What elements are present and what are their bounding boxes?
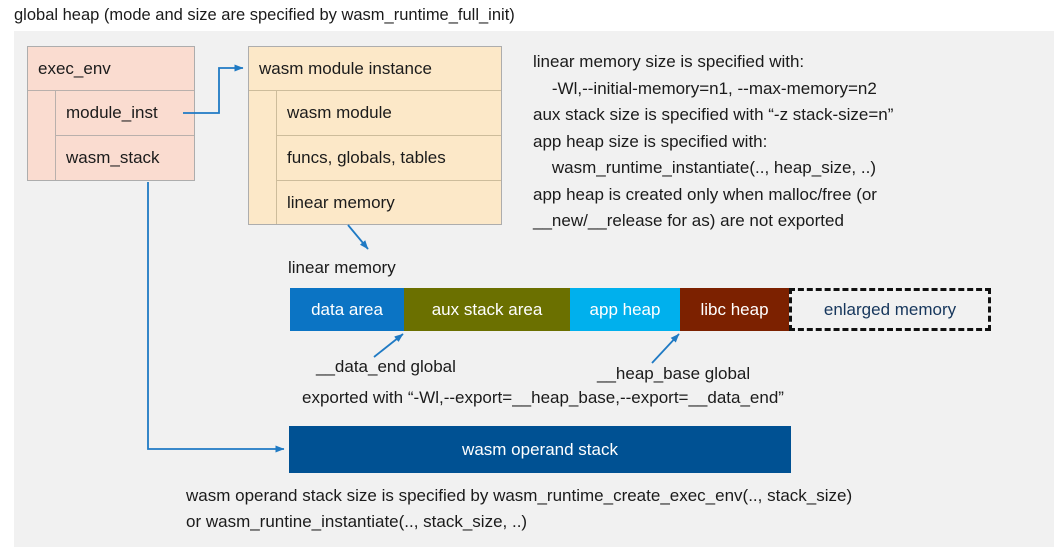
wasm-operand-stack-label: wasm operand stack: [462, 439, 618, 459]
linear-memory-bar-label: linear memory: [288, 258, 396, 277]
module-instance-indent-column: [249, 91, 277, 224]
memory-segment-app-heap: app heap: [570, 288, 680, 331]
module-instance-row-linear-memory-label: linear memory: [287, 192, 395, 212]
exec-env-header-label: exec_env: [38, 58, 111, 78]
module-instance-row-linear-memory: linear memory: [277, 181, 501, 224]
wasm-operand-stack-box: wasm operand stack: [289, 426, 791, 473]
memory-segment-enlarged-memory-label: enlarged memory: [823, 299, 957, 319]
module-instance-row-wasm-module: wasm module: [277, 91, 501, 136]
module-instance-row-wasm-module-label: wasm module: [287, 103, 392, 122]
linear-memory-note: linear memory size is specified with: -W…: [533, 52, 894, 230]
memory-segment-libc-heap: libc heap: [680, 288, 789, 331]
memory-segment-data-area-label: data area: [311, 299, 383, 319]
memory-segment-libc-heap-label: libc heap: [700, 299, 769, 319]
exec-env-row-wasm-stack: wasm_stack: [56, 136, 194, 180]
exec-env-indent-column: [28, 91, 56, 180]
wasm-module-instance-box: wasm module instance wasm module funcs, …: [248, 46, 502, 225]
exec-env-header: exec_env: [28, 47, 194, 91]
module-instance-row-funcs-globals-tables-label: funcs, globals, tables: [287, 148, 446, 167]
memory-segment-data-area: data area: [290, 288, 404, 331]
memory-segment-aux-stack-area-label: aux stack area: [431, 299, 543, 319]
exec-env-row-module-inst-label: module_inst: [66, 103, 158, 122]
annotation-exported-with: exported with “-Wl,--export=__heap_base,…: [302, 388, 784, 407]
memory-segment-aux-stack-area: aux stack area: [404, 288, 570, 331]
annotation-data-end-global: __data_end global: [316, 357, 456, 376]
module-instance-row-funcs-globals-tables: funcs, globals, tables: [277, 136, 501, 181]
operand-stack-note: wasm operand stack size is specified by …: [186, 486, 853, 531]
linear-memory-bar: data area aux stack area app heap libc h…: [290, 288, 991, 331]
module-instance-header-label: wasm module instance: [259, 58, 432, 78]
annotation-heap-base-global: __heap_base global: [597, 364, 751, 383]
page-title: global heap (mode and size are specified…: [14, 6, 515, 24]
exec-env-row-wasm-stack-label: wasm_stack: [66, 148, 160, 167]
exec-env-box: exec_env module_inst wasm_stack: [27, 46, 195, 181]
memory-segment-app-heap-label: app heap: [589, 299, 661, 319]
memory-segment-enlarged-memory: enlarged memory: [789, 288, 991, 331]
exec-env-row-module-inst: module_inst: [56, 91, 194, 136]
module-instance-header: wasm module instance: [249, 47, 501, 91]
